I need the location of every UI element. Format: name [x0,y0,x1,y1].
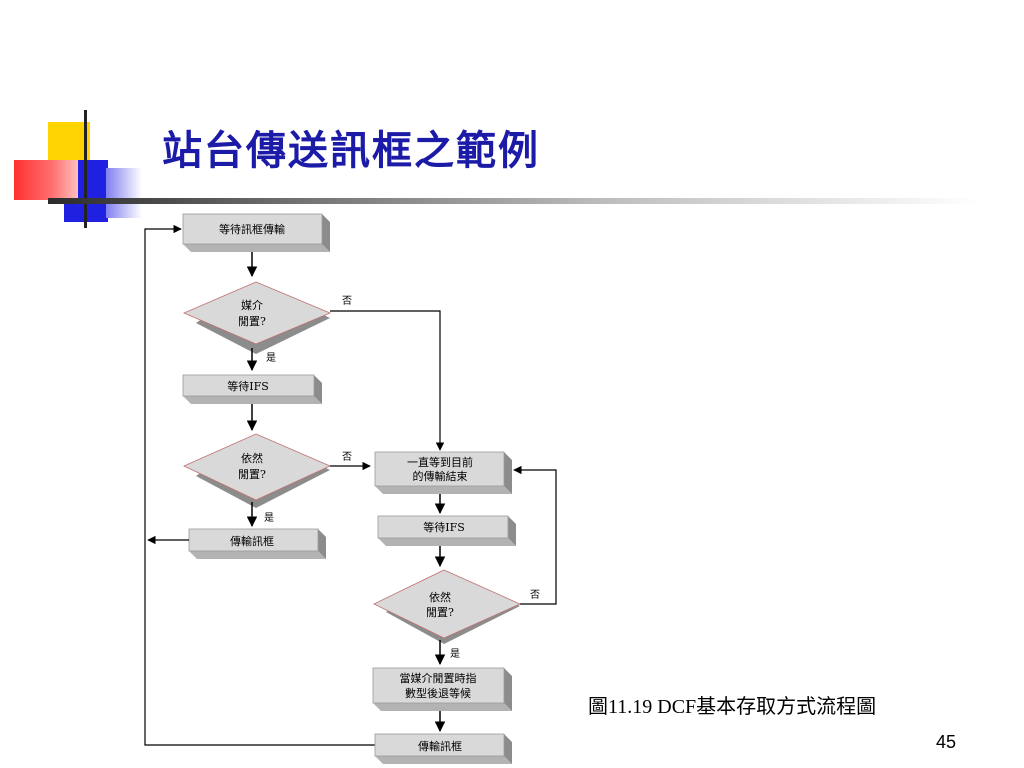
box-wait-frame-text: 等待訊框傳輸 [219,222,285,236]
box-wait-ifs-2-text: 等待IFS [423,520,465,534]
box-backoff: 當媒介閒置時指 數型後退等候 [372,667,512,711]
box-wait-current-text-1: 一直等到目前 [407,455,473,469]
diamond-still-idle-2: 依然 閒置? [373,569,521,644]
box-transmit-2: 傳輸訊框 [374,733,512,764]
box-backoff-text-1: 當媒介閒置時指 [400,671,477,685]
box-wait-current: 一直等到目前 的傳輸結束 [374,451,512,494]
diamond-still-idle-1-text-2: 閒置? [238,468,266,481]
label-yes-3: 是 [450,648,460,660]
label-no-2: 否 [342,451,352,463]
box-wait-ifs-1: 等待IFS [182,374,322,404]
label-no-3: 否 [530,589,540,601]
diamond-still-idle-2-text-1: 依然 [429,590,451,604]
diamond-still-idle-2-text-2: 閒置? [426,606,454,619]
title-underline [48,198,978,204]
box-transmit-1-text: 傳輸訊框 [230,534,274,548]
deco-vertical-line [84,110,87,228]
box-wait-frame: 等待訊框傳輸 [182,213,330,252]
page-title: 站台傳送訊框之範例 [162,127,540,174]
deco-yellow-square [48,122,90,166]
diamond-medium-idle: 媒介 閒置? [182,281,332,354]
box-wait-current-text-2: 的傳輸結束 [413,469,468,483]
label-yes-1: 是 [266,352,276,364]
figure-caption: 圖11.19 DCF基本存取方式流程圖 [588,696,877,718]
diamond-still-idle-1: 依然 閒置? [183,433,331,508]
box-transmit-1: 傳輸訊框 [188,528,326,559]
box-backoff-text-2: 數型後退等候 [405,686,471,700]
box-wait-ifs-2: 等待IFS [377,515,516,546]
deco-red-square [14,160,78,200]
diamond-medium-idle-text-1: 媒介 [241,299,263,312]
page-number: 45 [936,732,957,752]
diamond-medium-idle-text-2: 閒置? [238,315,266,328]
label-yes-2: 是 [264,512,274,524]
box-wait-ifs-1-text: 等待IFS [227,379,269,393]
deco-blue-fade [106,168,142,218]
label-no-1: 否 [342,295,352,307]
box-transmit-2-text: 傳輸訊框 [418,739,462,753]
diamond-still-idle-1-text-1: 依然 [241,451,263,465]
